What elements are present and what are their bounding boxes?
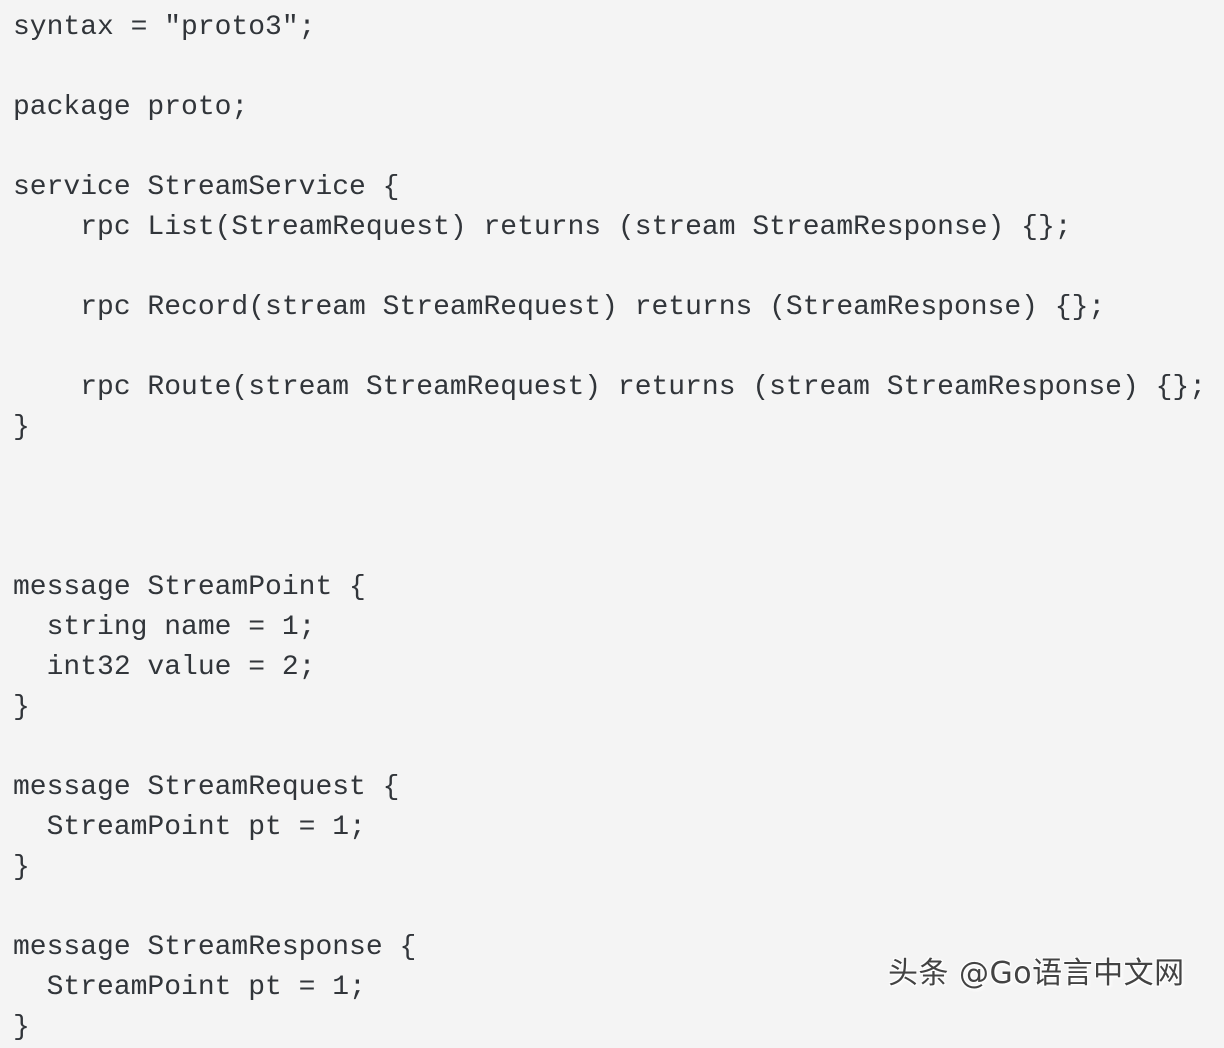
code-line: string name = 1; [13,612,316,643]
code-line: } [13,692,30,723]
code-line: service StreamService { [13,172,400,203]
code-lines-container: syntax = "proto3"; package proto; servic… [13,8,1206,1048]
code-line [13,248,1206,288]
code-line: } [13,1012,30,1043]
code-line: rpc List(StreamRequest) returns (stream … [13,212,1072,243]
code-line: StreamPoint pt = 1; [13,972,366,1003]
code-line [13,728,1206,768]
code-line: StreamPoint pt = 1; [13,812,366,843]
code-line: message StreamResponse { [13,932,417,963]
code-line: } [13,412,30,443]
code-line [13,328,1206,368]
code-line [13,128,1206,168]
code-line: syntax = "proto3"; [13,12,316,43]
code-line [13,528,1206,568]
code-line: int32 value = 2; [13,652,316,683]
code-line: rpc Route(stream StreamRequest) returns … [13,372,1206,403]
code-line [13,488,1206,528]
code-surface: syntax = "proto3"; package proto; servic… [13,12,1206,1043]
code-line [13,48,1206,88]
code-line: message StreamRequest { [13,772,400,803]
code-line: } [13,852,30,883]
code-line: message StreamPoint { [13,572,366,603]
code-line [13,448,1206,488]
code-line: rpc Record(stream StreamRequest) returns… [13,292,1106,323]
code-line: package proto; [13,92,249,123]
code-line [13,888,1206,928]
protobuf-code-listing: syntax = "proto3"; package proto; servic… [13,8,1206,1048]
